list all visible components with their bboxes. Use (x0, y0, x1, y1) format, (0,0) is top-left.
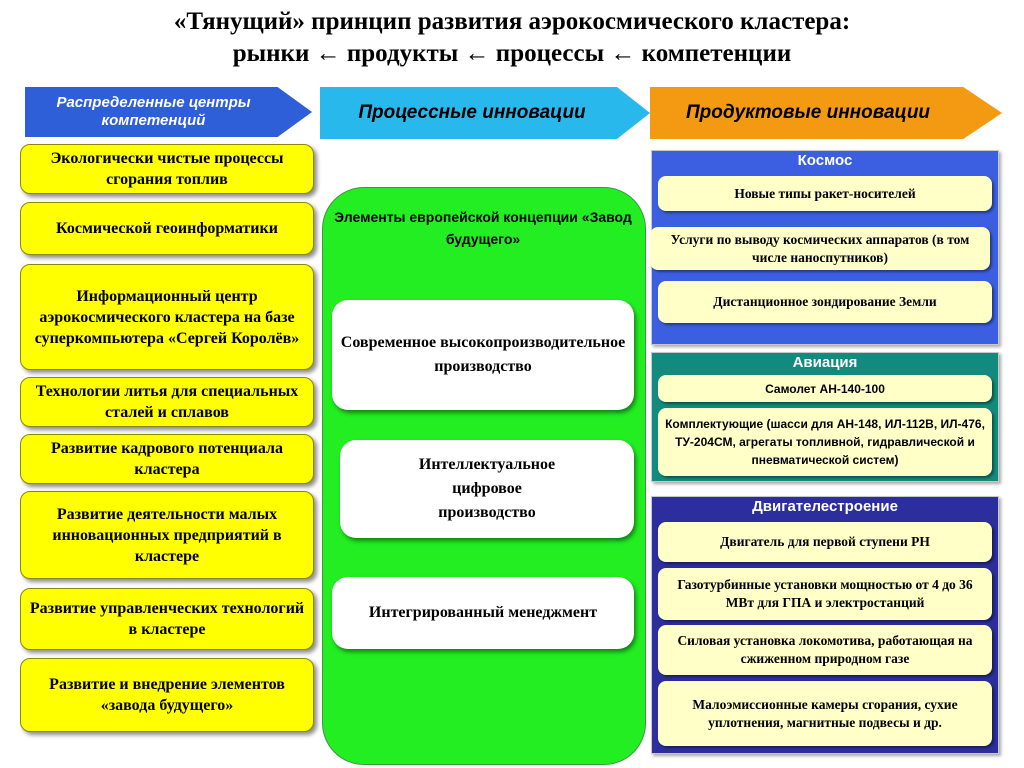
competence-item: Развитие и внедрение элементов «завода б… (20, 658, 314, 732)
competence-item: Развитие деятельности малых инновационны… (20, 491, 314, 579)
product-item: Малоэмиссионные камеры сгорания, сухие у… (658, 681, 992, 746)
product-item: Дистанционное зондирование Земли (658, 281, 992, 323)
product-item: Газотурбинные установки мощностью от 4 д… (658, 568, 992, 620)
dvig-panel-title: Двигателестроение (752, 498, 898, 515)
kosmos-panel-title: Космос (797, 152, 853, 169)
competence-item: Развитие управленческих технологий в кла… (20, 588, 314, 650)
product-item: Двигатель для первой ступени РН (658, 522, 992, 562)
product-item: Новые типы ракет-носителей (658, 176, 992, 211)
process-item: Современное высокопроизводительное произ… (332, 300, 634, 410)
competence-item: Технологии литья для специальных сталей … (20, 377, 314, 427)
competence-item: Развитие кадрового потенциала кластера (20, 434, 314, 484)
competence-centers-arrow: Распределенные центры компетенций (25, 87, 312, 137)
competence-item: Экологически чистые процессы сгорания то… (20, 144, 314, 194)
title-line-2: рынки ← продукты ← процессы ← компетенци… (232, 40, 792, 67)
product-innovations-arrow: Продуктовые инновации (650, 87, 1002, 139)
avia-panel-title: Авиация (792, 354, 858, 371)
slide-title: «Тянущий» принцип развития аэрокосмическ… (0, 6, 1024, 70)
product-item: Самолет АН-140-100 (658, 375, 992, 402)
competence-item: Информационный центр аэрокосмического кл… (20, 264, 314, 370)
competence-item: Космической геоинформатики (20, 202, 314, 255)
process-item: Интеллектуальное цифровое производство (340, 440, 634, 538)
process-innovations-arrow: Процессные инновации (320, 87, 650, 139)
product-item: Силовая установка локомотива, работающая… (658, 625, 992, 675)
title-line-1: «Тянущий» принцип развития аэрокосмическ… (173, 8, 851, 35)
product-item: Комплектующие (шасси для АН-148, ИЛ-112В… (658, 408, 992, 476)
process-panel-title: Элементы европейской концепции «Завод бу… (334, 209, 632, 247)
product-item: Услуги по выводу космических аппаратов (… (650, 227, 990, 270)
process-item: Интегрированный менеджмент (332, 577, 634, 649)
